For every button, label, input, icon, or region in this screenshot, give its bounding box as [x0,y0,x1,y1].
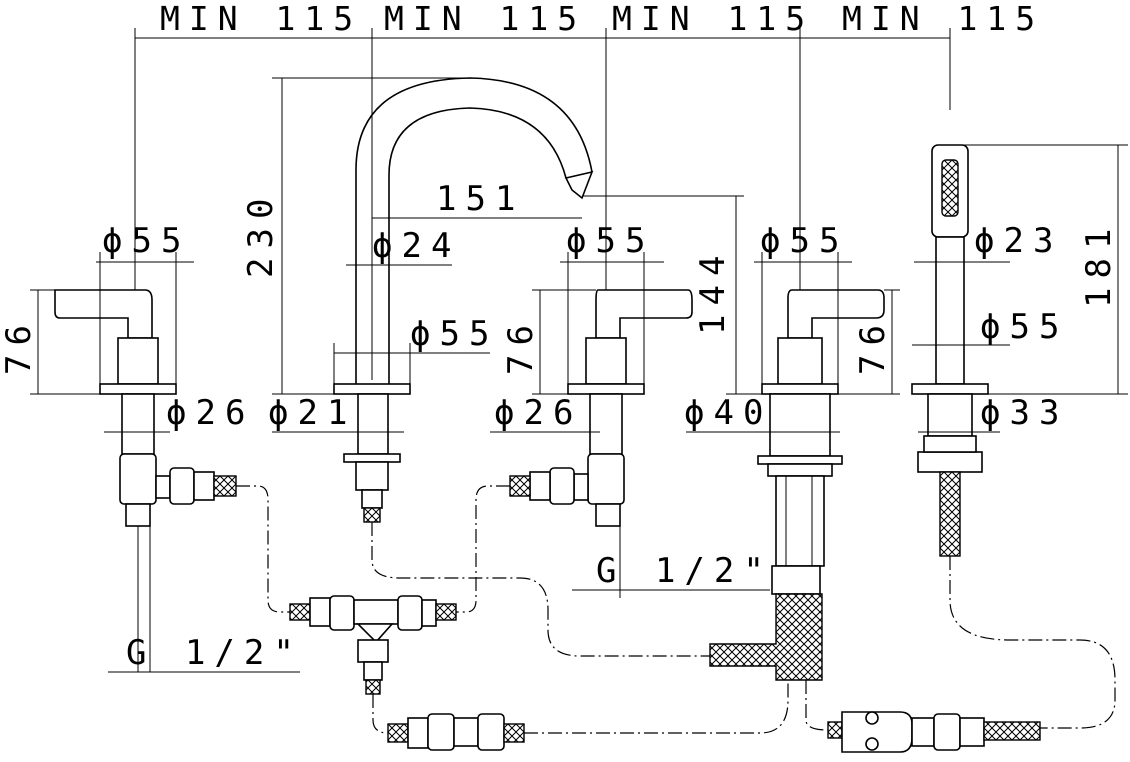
hand-shower-dims: 181 ϕ23 ϕ55 ϕ33 [912,144,1128,433]
right-handle-top-diameter: ϕ55 [566,221,654,261]
right-handle-bottom-diameter: ϕ26 [494,393,582,433]
spout [333,77,594,523]
spout-shank-diameter: ϕ21 [268,393,356,433]
hidden-hose-paths [236,485,1116,734]
hand-shower [911,144,989,557]
spacing-dimensions: MIN 115 MIN 115 MIN 115 MIN 115 [134,0,1044,520]
left-handle-dims: ϕ55 76 ϕ26 G 1/2" [0,221,303,673]
spout-reach: 151 [436,179,524,219]
diverter-valve [709,289,885,681]
right-handle-height: 76 [501,316,541,375]
hand-shower-shank-diameter: ϕ33 [980,393,1068,433]
left-handle-valve [54,289,237,672]
diverter-dims: 144 ϕ55 76 ϕ40 [582,195,900,433]
spacing-label-1: MIN 115 [160,0,362,38]
left-handle-top-diameter: ϕ55 [102,221,190,261]
hand-shower-handle-diameter: ϕ23 [974,221,1062,261]
diverter-height: 76 [853,316,893,375]
left-handle-bottom-diameter: ϕ26 [166,393,254,433]
left-thread-label: G 1/2" [126,633,303,673]
spout-base-diameter: ϕ55 [410,314,498,354]
right-thread-label: G 1/2" [596,551,773,591]
tee-connector [289,595,457,695]
left-handle-height: 76 [0,316,39,375]
diverter-top-diameter: ϕ55 [760,221,848,261]
spacing-label-2: MIN 115 [384,0,586,38]
diverter-outlet-height: 144 [693,247,733,335]
right-handle-valve [509,289,693,527]
spout-dims: 230 151 ϕ24 ϕ55 ϕ21 [241,77,582,433]
hose-connector [827,711,1041,753]
spout-neck-diameter: ϕ24 [372,226,460,266]
spacing-label-4: MIN 115 [842,0,1044,38]
inline-coupling [387,713,525,751]
spout-height: 230 [241,190,281,278]
hand-shower-base-diameter: ϕ55 [980,307,1068,347]
right-handle-dims: ϕ55 76 ϕ26 G 1/2" [490,221,773,598]
diverter-bottom-diameter: ϕ40 [684,393,772,433]
hand-shower-height: 181 [1079,220,1119,308]
spacing-label-3: MIN 115 [612,0,814,38]
